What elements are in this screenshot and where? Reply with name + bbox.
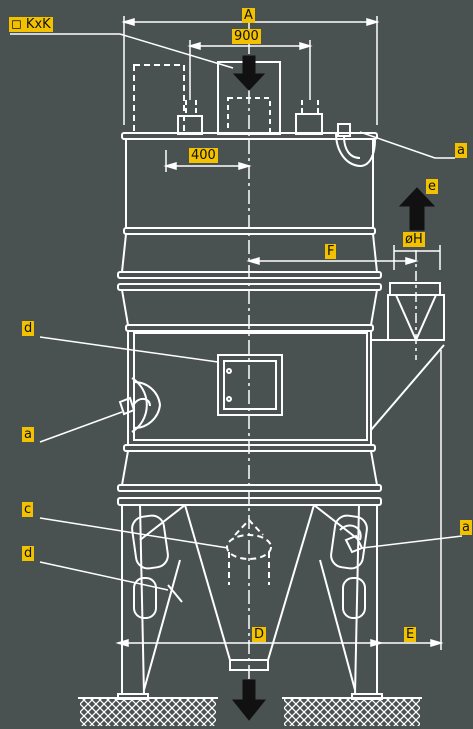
leader-c xyxy=(39,517,229,549)
top-valve-a-head xyxy=(337,123,351,137)
label-callout-a-top: a xyxy=(455,143,467,158)
leg-left xyxy=(121,504,145,696)
access-door xyxy=(217,354,283,416)
top-nozzle-right xyxy=(295,113,323,135)
side-inner-arc xyxy=(133,380,162,430)
left-valve-a xyxy=(118,396,136,416)
inlet-pipe xyxy=(389,282,441,296)
label-callout-e: e xyxy=(426,179,438,194)
mid-taper xyxy=(121,289,378,326)
leader-a-left xyxy=(39,411,123,443)
leg-window-left-1 xyxy=(131,514,169,570)
brace-right xyxy=(313,504,360,691)
leg-window-left-2 xyxy=(133,577,157,619)
label-dim-900: 900 xyxy=(232,29,261,44)
mid-panel xyxy=(133,332,368,441)
leg-bracket-d xyxy=(167,584,183,603)
label-callout-d-bottom: d xyxy=(22,546,35,561)
label-callout-d-top: d xyxy=(22,321,35,336)
foot-left xyxy=(117,693,149,700)
ground-right xyxy=(284,698,420,726)
lower-taper xyxy=(121,450,378,486)
leg-window-right-1 xyxy=(330,514,368,570)
label-dim-oh: øH xyxy=(403,232,425,247)
leader-d-top xyxy=(39,336,219,363)
door-bolt-1 xyxy=(226,368,232,374)
label-dim-a: A xyxy=(242,8,255,23)
door-bolt-2 xyxy=(226,396,232,402)
ground-left xyxy=(80,698,216,726)
upper-taper xyxy=(121,233,378,273)
leader-a-top xyxy=(359,131,436,159)
left-valve-a-pipe xyxy=(133,398,151,407)
label-dim-d: D xyxy=(252,627,267,642)
inlet-duct xyxy=(370,339,445,431)
label-dim-e: E xyxy=(404,627,417,642)
access-door-inner xyxy=(223,360,277,410)
leg-window-right-2 xyxy=(342,577,366,619)
top-valve-a xyxy=(335,132,376,168)
arrow-fan-down xyxy=(232,55,266,91)
leg-right xyxy=(354,504,378,696)
foot-right xyxy=(351,693,383,700)
leader-a-right xyxy=(361,535,463,549)
top-dashed-box xyxy=(133,64,185,134)
label-dim-f: F xyxy=(325,244,337,259)
label-kxk: ◻ KxK xyxy=(9,17,53,32)
top-nozzle-left xyxy=(177,115,203,135)
label-callout-a-left: a xyxy=(22,427,34,442)
leader-d-bottom xyxy=(39,561,169,591)
right-valve-a-pipe xyxy=(339,524,362,541)
label-callout-c: c xyxy=(22,502,34,517)
label-dim-400: 400 xyxy=(189,148,218,163)
label-callout-a-right: a xyxy=(460,520,472,535)
arrow-exhaust-up xyxy=(398,187,436,231)
arrow-discharge-down xyxy=(231,679,267,721)
inlet-body xyxy=(387,294,445,341)
top-valve-a-inner xyxy=(343,135,361,159)
